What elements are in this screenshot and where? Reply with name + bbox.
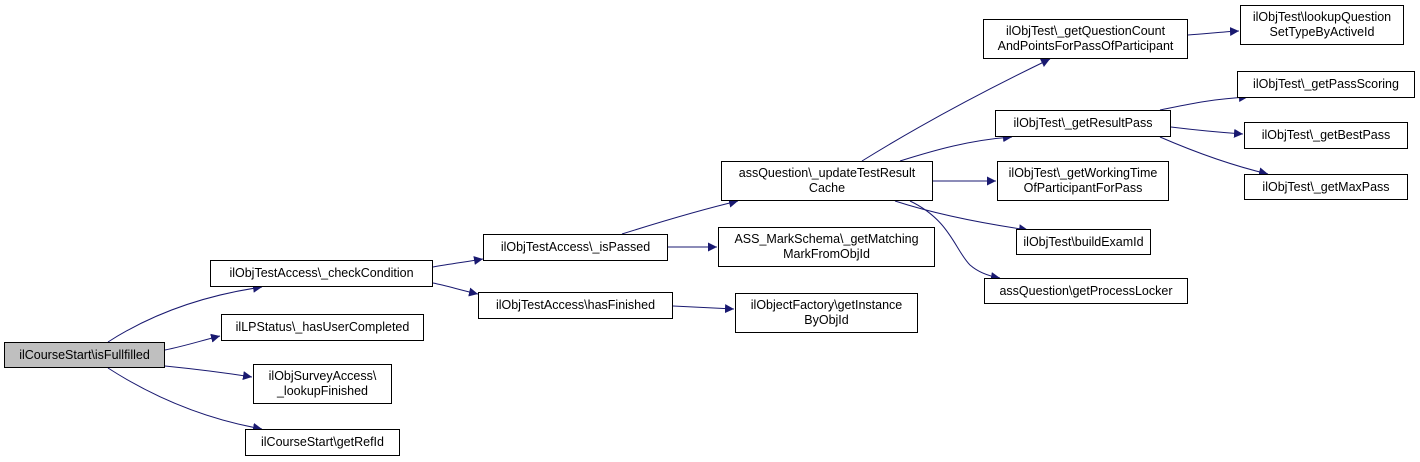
edge-root-to-lookupfinished [164,365,253,381]
edge-hasfinished-to-getinstancebyobjid [672,304,735,314]
edge-resultpass-to-getpassscoring [1159,92,1249,111]
node-label-line: ilObjTest\lookupQuestion [1252,10,1392,24]
node-label-line: ASS_MarkSchema\_getMatching [734,232,919,246]
node-ilobjtest-lookupquestionsettypebyactiveid[interactable]: ilObjTest\lookupQuestion SetTypeByActive… [1240,5,1404,45]
node-label-line: assQuestion\_updateTestResult [738,166,916,180]
node-label-line: ilObjTest\_getWorkingTime [1008,166,1158,180]
node-ilobjectfactory-getinstancebyobjid[interactable]: ilObjectFactory\getInstance ByObjId [735,293,918,333]
edge-update-to-getresultpass [899,133,1013,162]
node-ilcoursestart-isfullfilled[interactable]: ilCourseStart\isFullfilled [4,342,165,368]
node-ilobjtest-getpassscoring[interactable]: ilObjTest\_getPassScoring [1237,71,1415,98]
node-ilobjtest-getworkingtimeofparticipantforpass[interactable]: ilObjTest\_getWorkingTime OfParticipantF… [997,161,1169,201]
edge-resultpass-to-getmaxpass [1159,136,1269,177]
node-ilobjtest-buildexamid[interactable]: ilObjTest\buildExamId [1016,229,1151,255]
node-ilobjtestaccess-hasfinished[interactable]: ilObjTestAccess\hasFinished [478,292,673,319]
node-ilobjtest-getbestpass[interactable]: ilObjTest\_getBestPass [1244,122,1408,149]
node-illpstatus-hasusercompleted[interactable]: ilLPStatus\_hasUserCompleted [221,314,424,341]
edge-root-to-getrefid [107,367,263,432]
node-label-line: _lookupFinished [276,384,369,398]
edge-update-to-buildexamid [894,200,1029,234]
node-ilcoursestart-getrefid[interactable]: ilCourseStart\getRefId [245,429,400,456]
node-ilobjtest-getmaxpass[interactable]: ilObjTest\_getMaxPass [1244,174,1408,200]
node-label-line: ilObjSurveyAccess\ [268,369,377,383]
edge-root-to-hasusercompleted [164,333,221,351]
node-label-line: ilObjTestAccess\_checkCondition [229,266,414,280]
node-assquestion-updatetestresultcache[interactable]: assQuestion\_updateTestResult Cache [721,161,933,201]
node-label-line: SetTypeByActiveId [1269,25,1375,39]
node-label-line: ilObjTest\_getMaxPass [1262,179,1390,194]
edge-ispassed-to-updatetestresultcache [621,198,739,235]
node-ilobjtestaccess-ispassed[interactable]: ilObjTestAccess\_isPassed [483,234,668,261]
node-label-line: ilObjTest\_getResultPass [1013,116,1153,130]
node-label-line: OfParticipantForPass [1023,181,1143,195]
node-label-line: ilObjTest\buildExamId [1023,234,1144,249]
node-label-line: ilObjTestAccess\hasFinished [495,298,656,312]
edge-checkcondition-to-ispassed [432,256,484,268]
node-label-line: Cache [808,181,846,195]
node-label-line: ilCourseStart\isFullfilled [19,347,150,362]
node-ilobjtest-getquestioncountandpointsforpassofparticipant[interactable]: ilObjTest\_getQuestionCount AndPointsFor… [983,19,1188,59]
node-label-line: ByObjId [804,313,849,327]
node-label-line: ilLPStatus\_hasUserCompleted [235,320,410,334]
node-ilobjtest-getresultpass[interactable]: ilObjTest\_getResultPass [995,110,1171,137]
node-ass-markschema-getmatchingmarkfromobjid[interactable]: ASS_MarkSchema\_getMatching MarkFromObjI… [718,227,935,267]
node-label-line: ilObjectFactory\getInstance [750,298,903,312]
edge-checkcondition-to-hasfinished [432,282,479,297]
node-ilobjsurveyaccess-lookupfinished[interactable]: ilObjSurveyAccess\ _lookupFinished [253,364,392,404]
node-label-line: ilObjTest\_getQuestionCount [1005,24,1166,38]
edge-update-to-getprocesslocker [909,200,1001,281]
edge-resultpass-to-getbestpass [1170,126,1244,138]
node-label-line: ilObjTest\_getBestPass [1261,128,1391,142]
node-ilobjtestaccess-checkcondition[interactable]: ilObjTestAccess\_checkCondition [210,260,433,287]
node-label-line: assQuestion\getProcessLocker [999,283,1173,298]
node-label-line: ilObjTestAccess\_isPassed [500,240,651,254]
edge-root-to-checkcondition [107,283,263,343]
node-label-line: ilObjTest\_getPassScoring [1253,77,1399,91]
node-label-line: MarkFromObjId [783,247,870,261]
node-label-line: AndPointsForPassOfParticipant [997,39,1174,53]
edge-questioncount-to-lookupquestionsettype [1187,26,1240,36]
node-assquestion-getprocesslocker[interactable]: assQuestion\getProcessLocker [984,278,1188,304]
edge-update-to-getquestioncount [861,58,1051,162]
node-label-line: ilCourseStart\getRefId [261,435,384,449]
